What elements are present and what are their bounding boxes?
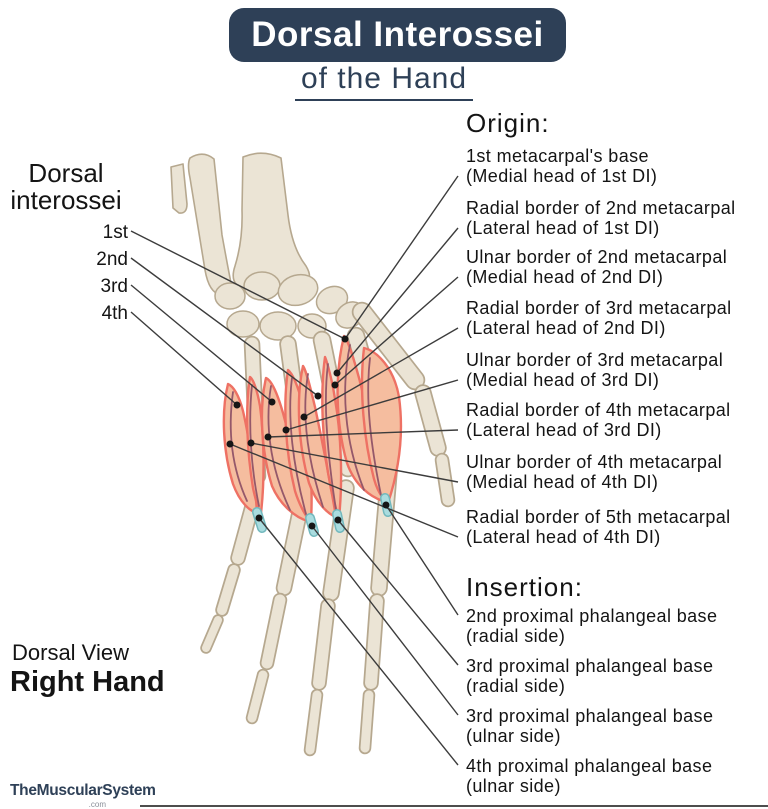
bone-segment [416,386,445,455]
muscle-number-label: 4th [101,303,128,324]
insertion-item: 3rd proximal phalangeal base(radial side… [466,656,714,696]
muscle-number-label: 3rd [100,276,128,297]
forearm-bones [170,152,311,297]
bone-segment [324,481,353,600]
insertion-header: Insertion: [466,572,583,602]
ulna-bone [187,153,233,297]
hand-label: Right Hand [10,666,165,698]
origin-item: Radial border of 3rd metacarpal(Lateral … [466,298,732,338]
insertion-item: 2nd proximal phalangeal base(radial side… [466,606,718,646]
brand-logo: TheMuscularSystem .com [10,783,156,809]
title-banner: Dorsal Interossei [229,8,566,62]
subtitle-wrap: of the Hand [0,62,768,101]
muscle-group-label: Dorsal interossei [10,158,122,215]
page-subtitle: of the Hand [294,62,474,101]
bone-segment [202,616,222,652]
brand-name: TheMuscularSystem [10,782,156,799]
muscle-number-label: 1st [102,222,128,243]
ulna-styloid-bone [170,163,188,214]
bottom-border-line [140,805,768,807]
leader-lines [130,175,459,766]
bone-segment [360,690,374,753]
brand-tld: .com [88,800,106,809]
bone-segment [247,670,268,723]
origin-item: Ulnar border of 4th metacarpal(Medial he… [466,452,723,492]
page-title: Dorsal Interossei [251,15,544,54]
bone-segment [305,690,322,755]
origin-item: Ulnar border of 2nd metacarpal(Medial he… [466,247,728,287]
bone-segment [365,595,383,689]
radius-bone [232,152,311,289]
origin-item: Radial border of 4th metacarpal(Lateral … [466,400,731,440]
muscle-number-label: 2nd [96,249,128,270]
bone-segment [261,594,286,669]
bone-segment [313,600,334,689]
origin-item: Radial border of 2nd metacarpal(Lateral … [466,198,736,238]
insertion-item: 3rd proximal phalangeal base(ulnar side) [466,706,714,746]
origin-item: 1st metacarpal's base(Medial head of 1st… [466,146,658,186]
view-label: Dorsal View [12,640,129,665]
origin-item: Radial border of 5th metacarpal(Lateral … [466,507,731,547]
bone-segment [353,303,424,389]
insertion-item: 4th proximal phalangeal base(ulnar side) [466,756,713,796]
leader-dots [226,335,390,530]
bone-segment [217,565,239,615]
origin-item: Ulnar border of 3rd metacarpal(Medial he… [466,350,724,390]
origin-header: Origin: [466,108,550,138]
